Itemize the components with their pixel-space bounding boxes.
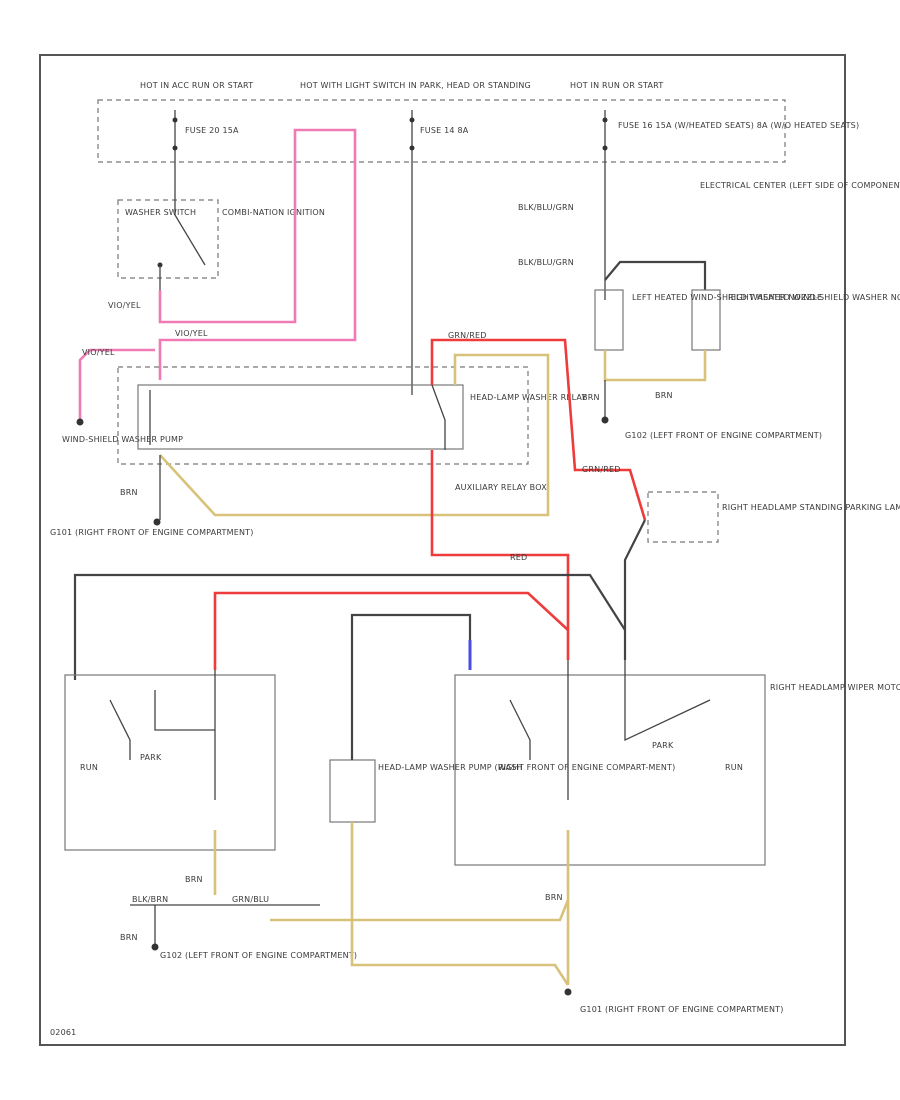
headlamp-washer-relay [137, 384, 464, 450]
hot-acc-label: HOT IN ACC RUN OR START [140, 81, 253, 90]
fuse20-label: FUSE 20 15A [185, 126, 239, 135]
headlamp-washer-pump [329, 759, 376, 823]
washer-switch-arm [174, 185, 206, 266]
pink-wire-3 [78, 348, 155, 420]
blk-brn-label: BLK/BRN [132, 895, 168, 904]
combination-ignition-label: COMBI-NATION IGNITION [222, 208, 325, 217]
diagram-frame [39, 54, 846, 1046]
lamp-blk-wire [623, 519, 646, 660]
brn-label-2: BRN [582, 393, 600, 402]
headlamp-relay-label: HEAD-LAMP WASHER RELAY [470, 393, 587, 402]
hot-run-label: HOT IN RUN OR START [570, 81, 663, 90]
brn-label-1: BRN [120, 488, 138, 497]
auxiliary-relay-box [117, 366, 529, 465]
viopel-label-3: VIO/YEL [82, 348, 115, 357]
fuse14-label: FUSE 14 8A [420, 126, 469, 135]
left-nozzle-label: LEFT HEATED WIND-SHIELD WASHER NOZZLE [632, 293, 822, 302]
washer-switch-label: WASHER SWITCH [125, 208, 196, 217]
run-left-label: RUN [80, 763, 98, 772]
fuse14-dot [409, 117, 415, 123]
brn-label-5: BRN [120, 933, 138, 942]
nozzle-ground-yellow [603, 350, 707, 382]
black-bus-wire [73, 573, 626, 680]
left-motor-park-loop [154, 690, 215, 731]
g101-ground-bottom [564, 988, 572, 996]
g102-bottom-label: G102 (LEFT FRONT OF ENGINE COMPARTMENT) [160, 951, 357, 960]
windshield-pump-terminal [76, 418, 84, 426]
viopel-label-2: VIO/YEL [175, 329, 208, 338]
brn-label-6: BRN [545, 893, 563, 902]
hot-light-label: HOT WITH LIGHT SWITCH IN PARK, HEAD OR S… [300, 81, 531, 90]
g101-bottom-label: G101 (RIGHT FRONT OF ENGINE COMPARTMENT) [580, 1005, 784, 1014]
g101-right-label: G101 (RIGHT FRONT OF ENGINE COMPARTMENT) [50, 528, 254, 537]
left-ground-link [270, 899, 570, 922]
red-wire-relay-out [430, 450, 570, 660]
wash-label: WASH [498, 763, 523, 772]
park-right-label: PARK [652, 741, 674, 750]
fuse16-dot2 [602, 145, 608, 151]
right-standing-lamp-label: RIGHT HEADLAMP STANDING PARKING LAMP [722, 503, 900, 512]
right-nozzle-label: RIGHT HEATED WIND-SHIELD WASHER NOZZLE [728, 293, 900, 302]
fuse16-label: FUSE 16 15A (W/HEATED SEATS) 8A (W/O HEA… [618, 121, 859, 130]
pink-wire-2 [158, 128, 357, 380]
fuse20-dot2 [172, 145, 178, 151]
electrical-center-label: ELECTRICAL CENTER (LEFT SIDE OF COMPONEN… [700, 181, 900, 190]
yellow-ground-relay [159, 353, 550, 517]
pump-blk-wire [350, 613, 472, 760]
grnred-label-1: GRN/RED [448, 331, 487, 340]
g102-ground-bottom [151, 943, 159, 951]
fuse16-dot [602, 117, 608, 123]
windshield-pump-label: WIND-SHIELD WASHER PUMP [62, 435, 183, 444]
pump-ground-yellow [350, 822, 570, 986]
right-wiper-motor-label: RIGHT HEADLAMP WIPER MOTOR [770, 683, 900, 692]
right-motor-park-arm [624, 660, 711, 742]
run-right-label: RUN [725, 763, 743, 772]
nozzle-feed [604, 260, 707, 290]
washer-switch-box [117, 199, 219, 279]
right-standing-lamp [647, 491, 719, 543]
red-top-wire [213, 591, 569, 670]
left-motor-run-arm [109, 699, 131, 760]
fuse-block [97, 99, 786, 163]
g101-ground [153, 518, 161, 526]
right-motor-wash-arm [509, 699, 531, 760]
fuse14-dot2 [409, 145, 415, 151]
figure-id: 02061 [50, 1028, 76, 1037]
grnred-wire [430, 338, 647, 521]
relay-switch [431, 384, 446, 450]
left-nozzle [594, 289, 624, 351]
park-left-label: PARK [140, 753, 162, 762]
blkblu-label-2: BLK/BLU/GRN [518, 258, 574, 267]
g102-left-label: G102 (LEFT FRONT OF ENGINE COMPARTMENT) [625, 431, 822, 440]
aux-relay-box-label: AUXILIARY RELAY BOX [455, 483, 547, 492]
headlamp-pump-label: HEAD-LAMP WASHER PUMP (RIGHT FRONT OF EN… [378, 763, 675, 772]
pink-wire-1 [158, 160, 297, 324]
g102-ground-top [601, 416, 609, 424]
right-wiper-motor [454, 674, 766, 866]
grn-blu-label: GRN/BLU [232, 895, 269, 904]
brn-label-3: BRN [655, 391, 673, 400]
blkblu-label: BLK/BLU/GRN [518, 203, 574, 212]
brn-label-4: BRN [185, 875, 203, 884]
grnred-label-2: GRN/RED [582, 465, 621, 474]
viopel-label-1: VIO/YEL [108, 301, 141, 310]
red-label: RED [510, 553, 527, 562]
left-wiper-motor [64, 674, 276, 851]
fuse20-dot [172, 117, 178, 123]
